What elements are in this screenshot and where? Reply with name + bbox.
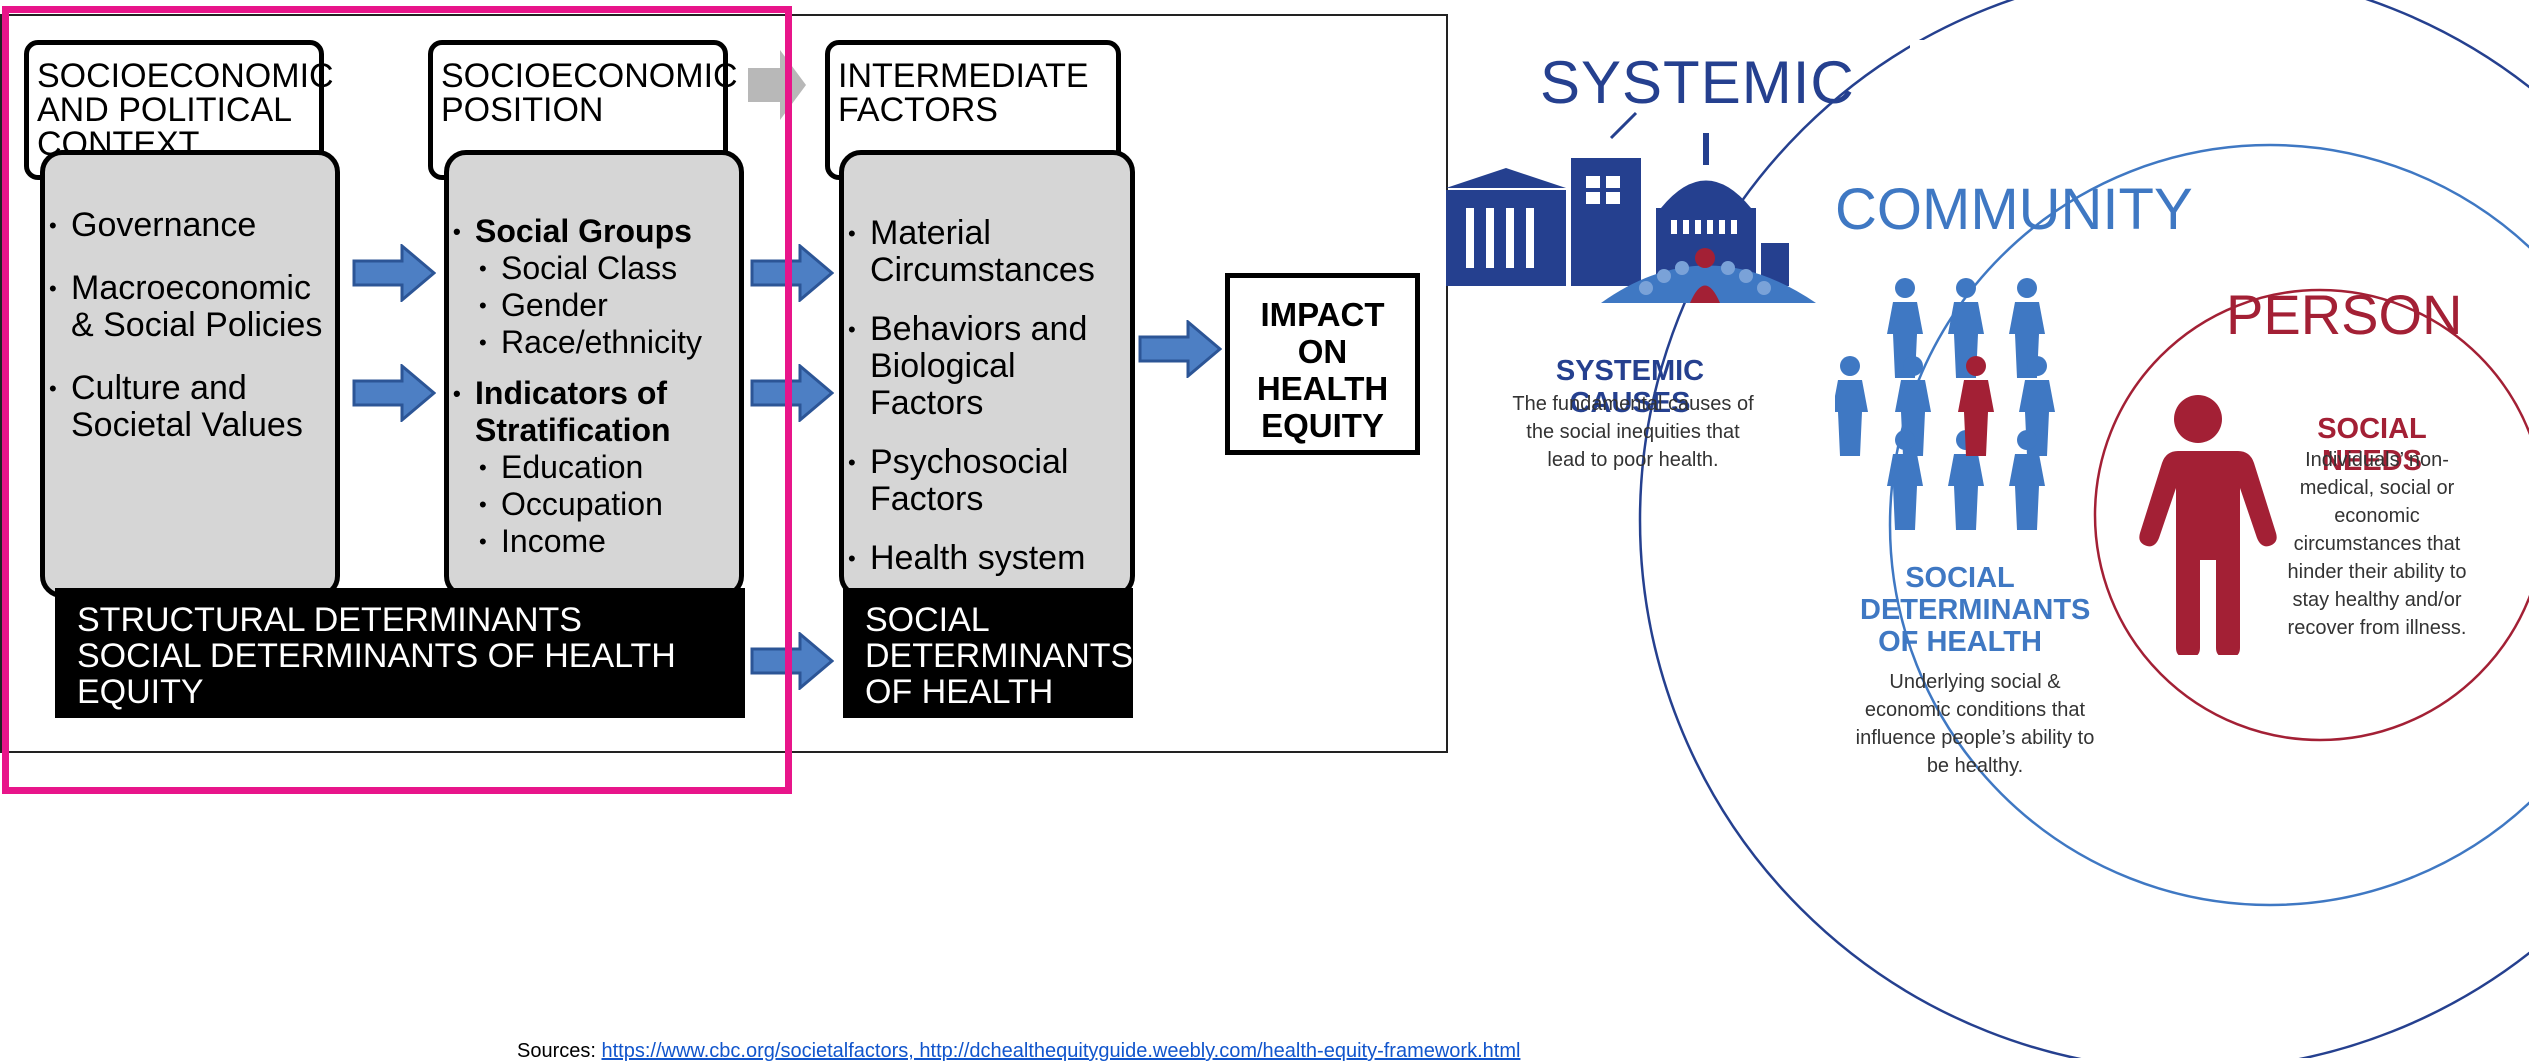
sources-link[interactable]: https://www.cbc.org/societalfactors, htt… xyxy=(601,1040,1521,1062)
list-item: Social Class xyxy=(449,250,739,287)
levels-circles xyxy=(1638,0,2529,1058)
list-item-text: Psychosocial Factors xyxy=(870,443,1069,518)
social-determinants-box: SOCIAL DETERMINANTS OF HEALTH xyxy=(843,588,1133,718)
list-item-text: Indicators of Stratification xyxy=(475,375,671,448)
list-item: Health system xyxy=(844,539,1130,578)
list-item: Social Groups xyxy=(449,213,739,250)
arrow-right-icon xyxy=(1138,320,1222,378)
intermediate-list: Material CircumstancesBehaviors and Biol… xyxy=(844,155,1130,578)
highlight-rectangle xyxy=(2,6,792,794)
list-item: Material Circumstances xyxy=(844,215,1130,289)
list-item: Indicators of Stratification xyxy=(449,375,739,449)
sdoh-description: Underlying social & economic conditions … xyxy=(1855,671,2095,777)
person-title: PERSON xyxy=(2226,283,2463,346)
arrow-right-icon xyxy=(750,364,834,422)
list-item-text: Gender xyxy=(501,287,608,323)
list-item-text: Income xyxy=(501,523,606,559)
sources-line: Sources: https://www.cbc.org/societalfac… xyxy=(517,1040,1520,1063)
arrow-right-icon xyxy=(750,244,834,302)
arrow-right-icon xyxy=(750,632,834,690)
list-item-text: Macroeconomic & Social Policies xyxy=(71,269,323,344)
context-list: GovernanceMacroeconomic & Social Policie… xyxy=(45,155,335,444)
sdoh-heading: SOCIAL DETERMINANTS OF HEALTH xyxy=(1860,562,2091,658)
framework-panel xyxy=(0,14,1448,753)
structural-determinants-box: STRUCTURAL DETERMINANTS SOCIAL DETERMINA… xyxy=(55,588,745,718)
context-box: GovernanceMacroeconomic & Social Policie… xyxy=(40,150,340,598)
list-item-text: Health system xyxy=(870,539,1086,577)
list-item: Income xyxy=(449,523,739,560)
person-icon xyxy=(2139,395,2277,655)
list-item-text: Social Class xyxy=(501,250,678,286)
list-item-text: Social Groups xyxy=(475,213,692,249)
list-item-text: Culture and Societal Values xyxy=(71,369,303,444)
list-item: Behaviors and Biological Factors xyxy=(844,311,1130,422)
list-item-text: Occupation xyxy=(501,486,663,522)
people-group-icon xyxy=(1835,278,2055,530)
impact-health-equity-box: IMPACT ON HEALTH EQUITY xyxy=(1225,273,1420,455)
list-item-text: Education xyxy=(501,449,644,485)
sources-prefix: Sources: xyxy=(517,1040,602,1062)
list-item-text: Behaviors and Biological Factors xyxy=(870,310,1088,422)
systemic-causes-description: The fundamental causes of the social ine… xyxy=(1512,393,1754,471)
list-item: Macroeconomic & Social Policies xyxy=(45,270,335,344)
list-item: Occupation xyxy=(449,486,739,523)
arrow-right-icon xyxy=(352,364,436,422)
list-item-text: Race/ethnicity xyxy=(501,324,702,360)
list-item: Race/ethnicity xyxy=(449,324,739,361)
list-item-text: Governance xyxy=(71,206,257,244)
social-needs-description: Individuals’ non-medical, social or econ… xyxy=(2287,449,2467,639)
intermediate-box: Material CircumstancesBehaviors and Biol… xyxy=(839,150,1135,598)
systemic-causes-heading: SYSTEMIC CAUSES xyxy=(1555,355,1705,419)
list-item: Education xyxy=(449,449,739,486)
list-item-text: Material Circumstances xyxy=(870,214,1095,289)
position-box: Social GroupsSocial ClassGenderRace/ethn… xyxy=(444,150,744,598)
community-title: COMMUNITY xyxy=(1835,177,2193,242)
list-item: Gender xyxy=(449,287,739,324)
social-needs-heading: SOCIAL NEEDS xyxy=(2317,413,2427,477)
building-icon xyxy=(1446,111,1816,303)
list-item: Psychosocial Factors xyxy=(844,444,1130,518)
arrow-right-icon xyxy=(352,244,436,302)
systemic-title: SYSTEMIC xyxy=(1540,49,1855,116)
list-item: Governance xyxy=(45,206,335,245)
position-list: Social GroupsSocial ClassGenderRace/ethn… xyxy=(449,155,739,560)
list-item: Culture and Societal Values xyxy=(45,370,335,444)
